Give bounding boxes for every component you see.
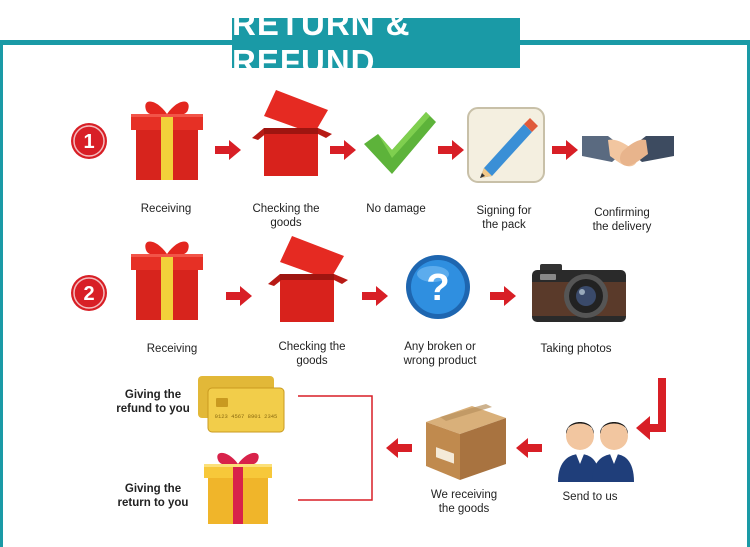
svg-text:?: ? (426, 267, 449, 309)
frame-left (0, 40, 3, 547)
question-mark-icon: ? (406, 255, 470, 319)
arrow-right-icon (362, 286, 388, 306)
arrow-right-icon (226, 286, 252, 306)
cardboard-box-icon (426, 404, 506, 480)
handshake-icon (582, 136, 674, 167)
row1-step3-label: No damage (366, 203, 426, 215)
credit-card-icon: 0123 4567 8901 2345 (198, 376, 285, 433)
arrow-right-icon (215, 140, 241, 160)
frame-top-left (0, 40, 232, 45)
arrow-left-icon (516, 438, 542, 458)
gift-box-icon (131, 241, 203, 320)
card-number: 0123 4567 8901 2345 (215, 413, 278, 420)
camera-icon (532, 264, 626, 322)
checkmark-icon (364, 112, 436, 174)
open-box-icon (252, 90, 332, 176)
pencil-signing-icon (467, 107, 545, 183)
frame-right (747, 40, 750, 547)
step-badge-1: 1 (71, 123, 107, 159)
page-title: RETURN & REFUND (232, 5, 520, 80)
row3-send-label: Send to us (562, 491, 618, 503)
arrow-right-icon (490, 286, 516, 306)
row2-step4-label: Taking photos (540, 343, 612, 355)
frame-top-right (520, 40, 750, 45)
badge-1-number: 1 (83, 131, 94, 153)
arrow-right-icon (330, 140, 356, 160)
step-badge-2: 2 (71, 275, 107, 311)
arrow-right-icon (438, 140, 464, 160)
customer-service-icon (558, 422, 634, 482)
arrow-left-icon (386, 438, 412, 458)
row2-step1-label: Receiving (146, 343, 198, 355)
open-box-icon (268, 236, 348, 322)
gift-box-icon (131, 101, 203, 180)
arrow-down-left-icon (636, 378, 666, 440)
badge-2-number: 2 (83, 283, 94, 305)
split-connector (298, 395, 373, 501)
gift-box-yellow-icon (204, 452, 272, 524)
row1-step1-label: Receiving (140, 203, 192, 215)
arrow-right-icon (552, 140, 578, 160)
